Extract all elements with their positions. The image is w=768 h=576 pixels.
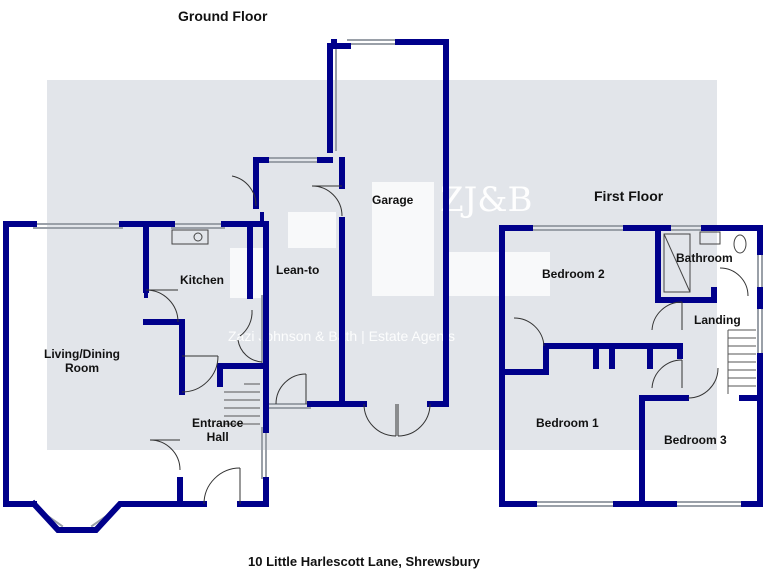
fixtures	[171, 229, 747, 293]
address-caption: 10 Little Harlescott Lane, Shrewsbury	[248, 554, 480, 569]
walls	[3, 39, 763, 533]
first-floor-title: First Floor	[594, 188, 664, 204]
watermark-block	[288, 212, 336, 248]
room-label-lean-to: Lean-to	[276, 263, 320, 277]
room-label-bathroom: Bathroom	[676, 251, 733, 265]
stairs	[224, 329, 756, 425]
door-swings	[145, 175, 749, 505]
room-label-living-dining: Living/Dining Room	[44, 347, 120, 375]
ground-floor-title: Ground Floor	[178, 8, 268, 24]
watermark-block	[372, 182, 434, 296]
room-label-garage: Garage	[372, 193, 414, 207]
room-label-bedroom-1: Bedroom 1	[536, 416, 599, 430]
room-label-bedroom-3: Bedroom 3	[664, 433, 727, 447]
watermark-block	[444, 252, 550, 296]
room-label-bedroom-2: Bedroom 2	[542, 267, 605, 281]
room-label-landing: Landing	[694, 313, 741, 327]
watermark-logo: ZJ&B	[440, 180, 533, 220]
room-label-entrance-hall: Entrance Hall	[192, 416, 244, 444]
room-label-kitchen: Kitchen	[180, 273, 225, 287]
